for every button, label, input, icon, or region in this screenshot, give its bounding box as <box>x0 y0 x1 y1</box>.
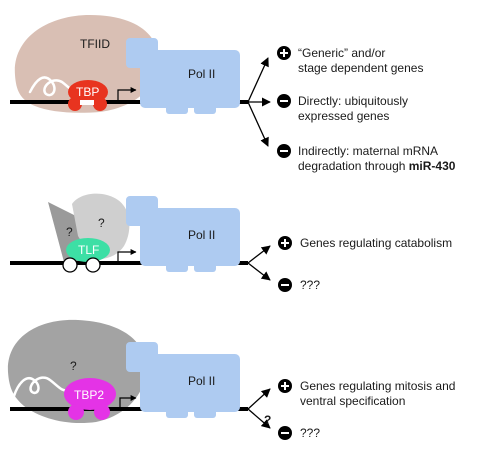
pol2-label: Pol II <box>188 67 215 81</box>
tss-arrow-2 <box>117 249 137 263</box>
outcome-label: Indirectly: maternal mRNA <box>298 144 438 158</box>
tbp2-label: TBP2 <box>74 388 104 402</box>
tbp2-tail-squiggle <box>12 376 70 398</box>
pol2-complex <box>126 196 240 272</box>
outcome-label: expressed genes <box>298 109 389 123</box>
outcome-label: Directly: ubiquitously <box>298 94 408 108</box>
arrow-down-3 <box>247 408 271 429</box>
minus-icon <box>277 94 291 108</box>
tlf-label: TLF <box>78 243 99 257</box>
tfiid-tail-squiggle <box>28 76 82 97</box>
minus-icon <box>278 278 292 292</box>
pol2-complex <box>126 38 240 114</box>
arrow-up-1 <box>247 57 269 103</box>
panel-tlf: ? ? TLF Pol II Genes regulating cataboli… <box>10 193 452 292</box>
outcome-label-prefix: degradation through <box>298 159 409 173</box>
tfiid-complex <box>14 15 159 113</box>
pol2-complex <box>126 342 240 418</box>
minus-icon <box>278 426 292 440</box>
pol2-label: Pol II <box>188 374 215 388</box>
outcome-label: Genes regulating mitosis and <box>300 379 455 393</box>
outcome-label: “Generic” and/or <box>298 46 385 60</box>
arrow-up-2 <box>247 245 271 264</box>
plus-icon <box>278 236 292 250</box>
arrow-up-3 <box>247 388 271 410</box>
outcome-label: Genes regulating catabolism <box>300 236 452 250</box>
tbp-factor: TBP <box>68 80 108 111</box>
arrow-down-2 <box>247 262 271 281</box>
outcome-label: ??? <box>300 278 320 292</box>
panel-tbp2: ? TBP2 Pol II ? Genes regulating mitosis… <box>7 319 455 440</box>
tbp-label: TBP <box>76 85 99 99</box>
arrow-down-1 <box>247 101 269 147</box>
uncertain-arrow-mark: ? <box>264 413 271 427</box>
tfiid-label: TFIID <box>80 37 110 51</box>
minus-icon <box>277 144 291 158</box>
outcome-label: degradation through miR-430 <box>298 159 456 173</box>
tbp2-factor: TBP2 <box>64 378 116 420</box>
unknown-mark: ? <box>66 225 73 239</box>
panel-tfiid: TFIID TBP Pol II “Generic <box>10 15 456 173</box>
mirna-label: miR-430 <box>409 159 456 173</box>
plus-icon <box>278 379 292 393</box>
outcome-label: ventral specification <box>300 394 405 408</box>
tss-arrow-1 <box>117 87 137 102</box>
tss-arrow-3 <box>119 395 137 409</box>
outcome-label: stage dependent genes <box>298 61 423 75</box>
tlf-factor: TLF <box>62 238 110 273</box>
outcome-label: ??? <box>300 426 320 440</box>
unknown-mark: ? <box>98 216 105 230</box>
unknown-mark: ? <box>70 359 77 373</box>
pol2-label: Pol II <box>188 228 215 242</box>
plus-icon <box>277 46 291 60</box>
